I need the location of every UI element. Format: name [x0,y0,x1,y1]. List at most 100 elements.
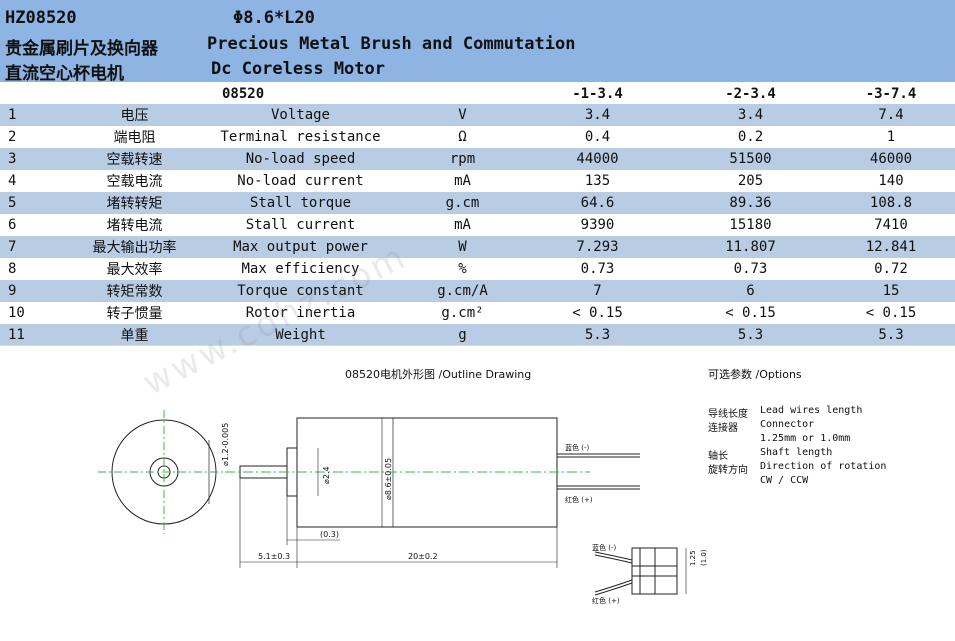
header-en-line2: Dc Coreless Motor [211,59,385,79]
row-value-2: 3.4 [674,104,827,126]
row-value-3: 7410 [827,214,955,236]
header-cn-line2: 直流空心杯电机 [5,64,124,84]
row-value-3: 0.72 [827,258,955,280]
row-value-3: 7.4 [827,104,955,126]
row-number: 11 [0,324,72,346]
option-cn-3: 轴长 [708,451,728,462]
row-cn-name: 最大效率 [72,258,197,280]
row-value-2: 0.2 [674,126,827,148]
row-number: 9 [0,280,72,302]
row-number: 8 [0,258,72,280]
row-value-3: < 0.15 [827,302,955,324]
row-cn-name: 空载电流 [72,170,197,192]
variant-1: -1-3.4 [521,84,674,104]
row-number: 6 [0,214,72,236]
row-en-name: Torque constant [197,280,404,302]
row-unit: Ω [404,126,521,148]
row-value-1: < 0.15 [521,302,674,324]
row-unit: g.cm [404,192,521,214]
row-value-2: 205 [674,170,827,192]
row-unit: mA [404,170,521,192]
row-value-3: 140 [827,170,955,192]
row-number: 3 [0,148,72,170]
model-number: HZ08520 [5,8,77,28]
variant-2: -2-3.4 [674,84,827,104]
row-number: 4 [0,170,72,192]
option-en-1: Connector [760,419,815,430]
row-unit: mA [404,214,521,236]
row-value-2: 51500 [674,148,827,170]
row-unit: % [404,258,521,280]
options-title: 可选参数 /Options [708,368,802,381]
row-en-name: Stall torque [197,192,404,214]
row-value-1: 135 [521,170,674,192]
dim-body-dia: ⌀8.6±0.05 [384,458,393,500]
row-unit: g.cm² [404,302,521,324]
conn-blue-label: 蓝色 (-) [592,543,616,552]
dim-shaft-len: 5.1±0.3 [258,552,290,561]
row-value-3: 5.3 [827,324,955,346]
row-value-2: < 0.15 [674,302,827,324]
row-value-1: 7 [521,280,674,302]
option-en-3: Shaft length [760,447,833,458]
row-en-name: Stall current [197,214,404,236]
row-value-2: 15180 [674,214,827,236]
row-value-2: 89.36 [674,192,827,214]
row-value-3: 108.8 [827,192,955,214]
option-en-4: Direction of rotation [760,461,887,472]
dim-shaft-dia: ⌀1.2-0.005 [221,423,230,466]
row-cn-name: 堵转电流 [72,214,197,236]
table-header-row: 08520 -1-3.4 -2-3.4 -3-7.4 [0,84,955,104]
row-unit: rpm [404,148,521,170]
dim-gap: (0.3) [320,530,339,539]
dim-bearing-dia: ⌀2.4 [322,466,331,484]
row-value-2: 0.73 [674,258,827,280]
row-unit: V [404,104,521,126]
row-en-name: Max output power [197,236,404,258]
connector-view [594,547,687,596]
front-view [98,410,230,534]
row-value-3: 1 [827,126,955,148]
row-value-1: 7.293 [521,236,674,258]
option-en-5: CW / CCW [760,475,809,486]
row-cn-name: 空载转速 [72,148,197,170]
side-view [225,417,640,568]
conn-dim1: 1.25 [689,550,697,566]
row-value-3: 12.841 [827,236,955,258]
model-label: 08520 [197,84,404,104]
option-en-0: Lead wires length [760,405,863,416]
row-value-1: 44000 [521,148,674,170]
header-cn-line1: 贵金属刷片及换向器 [5,39,158,59]
row-en-name: Max efficiency [197,258,404,280]
option-cn-0: 导线长度 [708,409,748,420]
row-en-name: No-load current [197,170,404,192]
row-value-2: 5.3 [674,324,827,346]
option-en-2: 1.25mm or 1.0mm [760,433,851,444]
row-cn-name: 最大输出功率 [72,236,197,258]
wire-red-label: 红色 (+) [565,495,593,504]
row-value-2: 11.807 [674,236,827,258]
row-unit: g.cm/A [404,280,521,302]
row-value-3: 46000 [827,148,955,170]
row-value-1: 3.4 [521,104,674,126]
divider [0,345,955,346]
row-en-name: Terminal resistance [197,126,404,148]
header-en-line1: Precious Metal Brush and Commutation [207,34,576,54]
row-en-name: No-load speed [197,148,404,170]
conn-red-label: 红色 (+) [592,596,620,605]
row-value-3: 15 [827,280,955,302]
row-cn-name: 转子惯量 [72,302,197,324]
row-number: 2 [0,126,72,148]
dim-body-len: 20±0.2 [408,552,438,561]
row-value-1: 5.3 [521,324,674,346]
row-cn-name: 单重 [72,324,197,346]
